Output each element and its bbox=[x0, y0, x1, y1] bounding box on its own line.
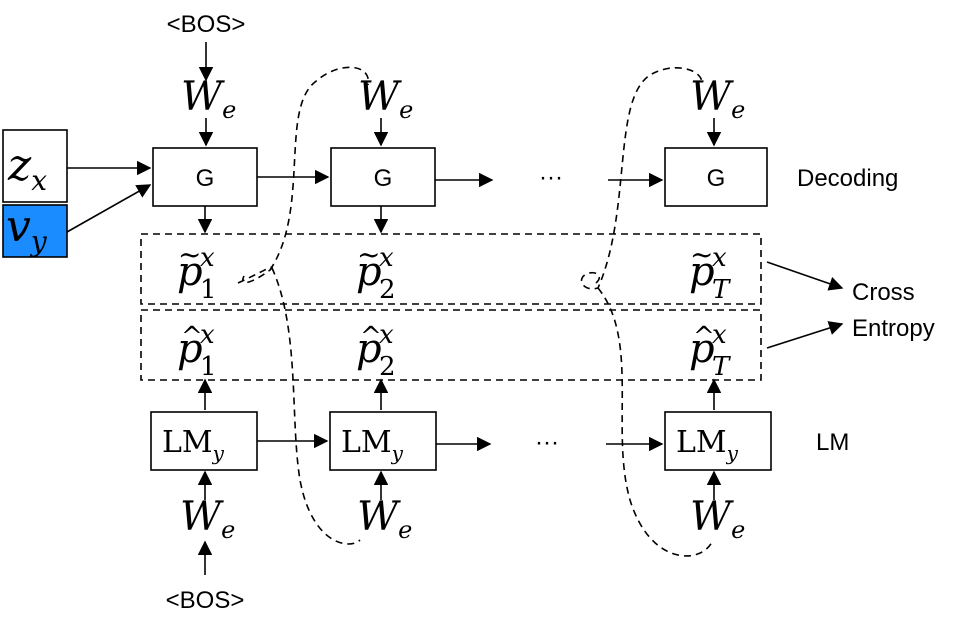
lm-box-3 bbox=[664, 411, 772, 471]
p-tilde-2: p ~ x 2 bbox=[356, 238, 396, 305]
lm-box-2 bbox=[329, 411, 437, 471]
svg-text:~: ~ bbox=[357, 238, 380, 271]
z-box bbox=[2, 129, 68, 203]
svg-text:p: p bbox=[689, 326, 715, 372]
bos-bottom-label: <BOS> bbox=[166, 587, 245, 614]
arrow-v-to-g1 bbox=[66, 184, 152, 233]
cross-entropy-label-line2: Entropy bbox=[852, 315, 935, 342]
svg-text:T: T bbox=[712, 275, 731, 305]
svg-text:p: p bbox=[689, 249, 715, 295]
g-box-2 bbox=[330, 147, 436, 207]
we-top-1: We bbox=[181, 74, 236, 124]
feedback-curve-1b bbox=[271, 267, 361, 545]
svg-text:^: ^ bbox=[693, 322, 715, 352]
we-top-2: We bbox=[358, 74, 413, 124]
hat-group-box bbox=[140, 309, 762, 381]
lm-label-2: LMy bbox=[341, 425, 404, 465]
p-hat-1: p ^ x 1 bbox=[177, 320, 217, 382]
svg-text:p: p bbox=[177, 326, 203, 372]
svg-text:p: p bbox=[177, 249, 203, 295]
svg-text:x: x bbox=[712, 243, 727, 273]
ellipsis-decoding: ··· bbox=[539, 164, 563, 191]
svg-text:x: x bbox=[379, 320, 394, 350]
svg-text:p: p bbox=[356, 326, 382, 372]
svg-text:T: T bbox=[712, 352, 731, 382]
svg-text:~: ~ bbox=[178, 238, 201, 271]
svg-text:^: ^ bbox=[360, 322, 382, 352]
ellipsis-lm: ··· bbox=[535, 429, 559, 456]
feedback-curve-1 bbox=[237, 66, 369, 284]
z-label: zx bbox=[7, 140, 47, 197]
p-hat-T: p ^ x T bbox=[689, 320, 731, 382]
svg-text:We: We bbox=[690, 74, 745, 124]
feedback-curve-2 bbox=[580, 67, 703, 290]
svg-text:2: 2 bbox=[379, 352, 396, 382]
svg-text:~: ~ bbox=[690, 238, 713, 271]
g-box-1 bbox=[152, 147, 258, 207]
g-box-3 bbox=[664, 147, 768, 207]
v-box bbox=[2, 204, 68, 258]
svg-text:We: We bbox=[690, 494, 745, 544]
we-bottom-2: We bbox=[357, 494, 412, 544]
svg-text:x: x bbox=[712, 320, 727, 350]
feedback-curve-2b bbox=[597, 287, 713, 557]
lm-label-3: LMy bbox=[676, 425, 739, 465]
svg-text:We: We bbox=[358, 74, 413, 124]
cross-entropy-label-line1: Cross bbox=[852, 279, 915, 306]
we-top-3: We bbox=[690, 74, 745, 124]
svg-text:We: We bbox=[181, 74, 236, 124]
svg-text:x: x bbox=[200, 320, 215, 350]
v-label: vy bbox=[6, 201, 48, 258]
we-bottom-1: We bbox=[180, 494, 235, 544]
lm-box-1 bbox=[150, 411, 258, 471]
svg-text:^: ^ bbox=[181, 322, 203, 352]
svg-text:x: x bbox=[200, 243, 215, 273]
bos-top-label: <BOS> bbox=[167, 11, 246, 38]
svg-text:1: 1 bbox=[200, 352, 217, 382]
decoding-label: Decoding bbox=[797, 165, 898, 192]
svg-text:2: 2 bbox=[379, 275, 396, 305]
we-bottom-3: We bbox=[690, 494, 745, 544]
p-tilde-1: p ~ x 1 bbox=[177, 238, 217, 305]
svg-text:We: We bbox=[357, 494, 412, 544]
p-tilde-T: p ~ x T bbox=[689, 238, 731, 305]
svg-text:We: We bbox=[180, 494, 235, 544]
lm-row-label: LM bbox=[816, 429, 849, 456]
g-label-3: G bbox=[707, 165, 726, 192]
lm-label-1: LMy bbox=[162, 425, 225, 465]
p-hat-2: p ^ x 2 bbox=[356, 320, 396, 382]
g-label-1: G bbox=[196, 165, 215, 192]
arrow-hat-to-ce bbox=[766, 321, 844, 349]
tilde-group-box bbox=[140, 233, 762, 305]
svg-text:1: 1 bbox=[200, 275, 217, 305]
g-label-2: G bbox=[374, 165, 393, 192]
svg-text:p: p bbox=[356, 249, 382, 295]
svg-text:x: x bbox=[379, 243, 394, 273]
arrow-tilde-to-ce bbox=[766, 261, 844, 291]
